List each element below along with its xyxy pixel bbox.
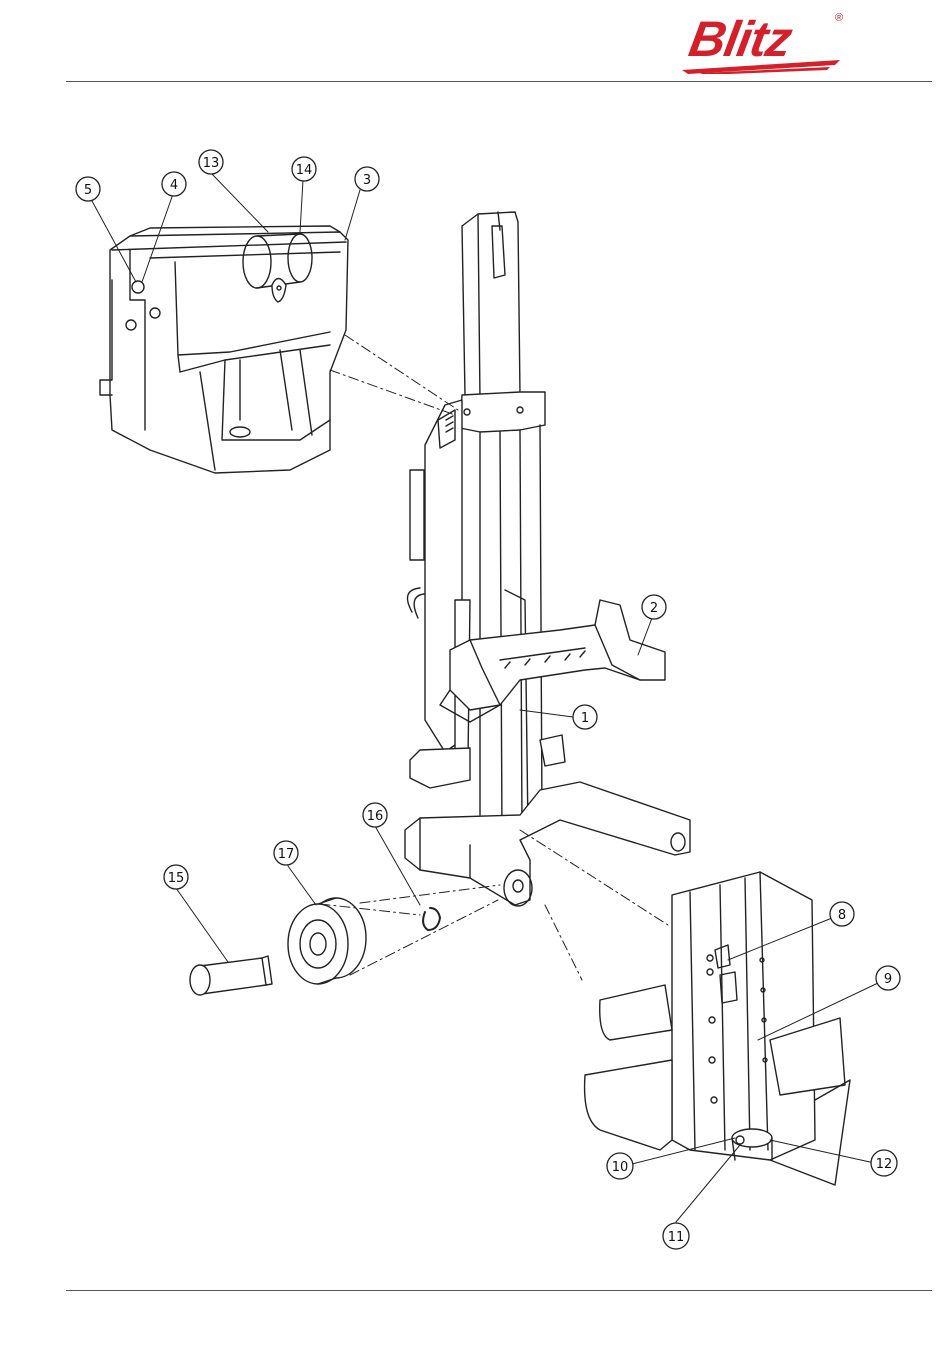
callout-14: 14 [292,157,316,181]
callout-1: 1 [573,705,597,729]
callout-15-label: 15 [168,871,185,886]
callout-9-label: 9 [884,972,892,987]
callout-4: 4 [162,172,186,196]
callout-5-label: 5 [84,183,92,198]
callout-2-label: 2 [650,601,658,616]
callout-15: 15 [164,865,188,889]
callout-12-label: 12 [876,1157,893,1172]
callout-11: 11 [663,1223,689,1249]
callout-17: 17 [274,841,298,865]
callout-13-label: 13 [203,156,220,171]
callout-8: 8 [830,902,854,926]
callout-12: 12 [871,1150,897,1176]
callout-9: 9 [876,966,900,990]
callout-10-label: 10 [612,1160,629,1175]
callout-3: 3 [355,167,379,191]
callout-17-label: 17 [278,847,295,862]
callout-16-label: 16 [367,809,384,824]
callout-4-label: 4 [170,178,178,193]
callout-16: 16 [363,803,387,827]
callout-2: 2 [642,595,666,619]
callout-14-label: 14 [296,163,313,178]
callout-8-label: 8 [838,908,846,923]
callout-10: 10 [607,1153,633,1179]
callout-1-label: 1 [581,711,589,726]
callout-13: 13 [199,150,223,174]
callout-5: 5 [76,177,100,201]
callout-11-label: 11 [668,1230,685,1245]
callout-3-label: 3 [363,173,371,188]
